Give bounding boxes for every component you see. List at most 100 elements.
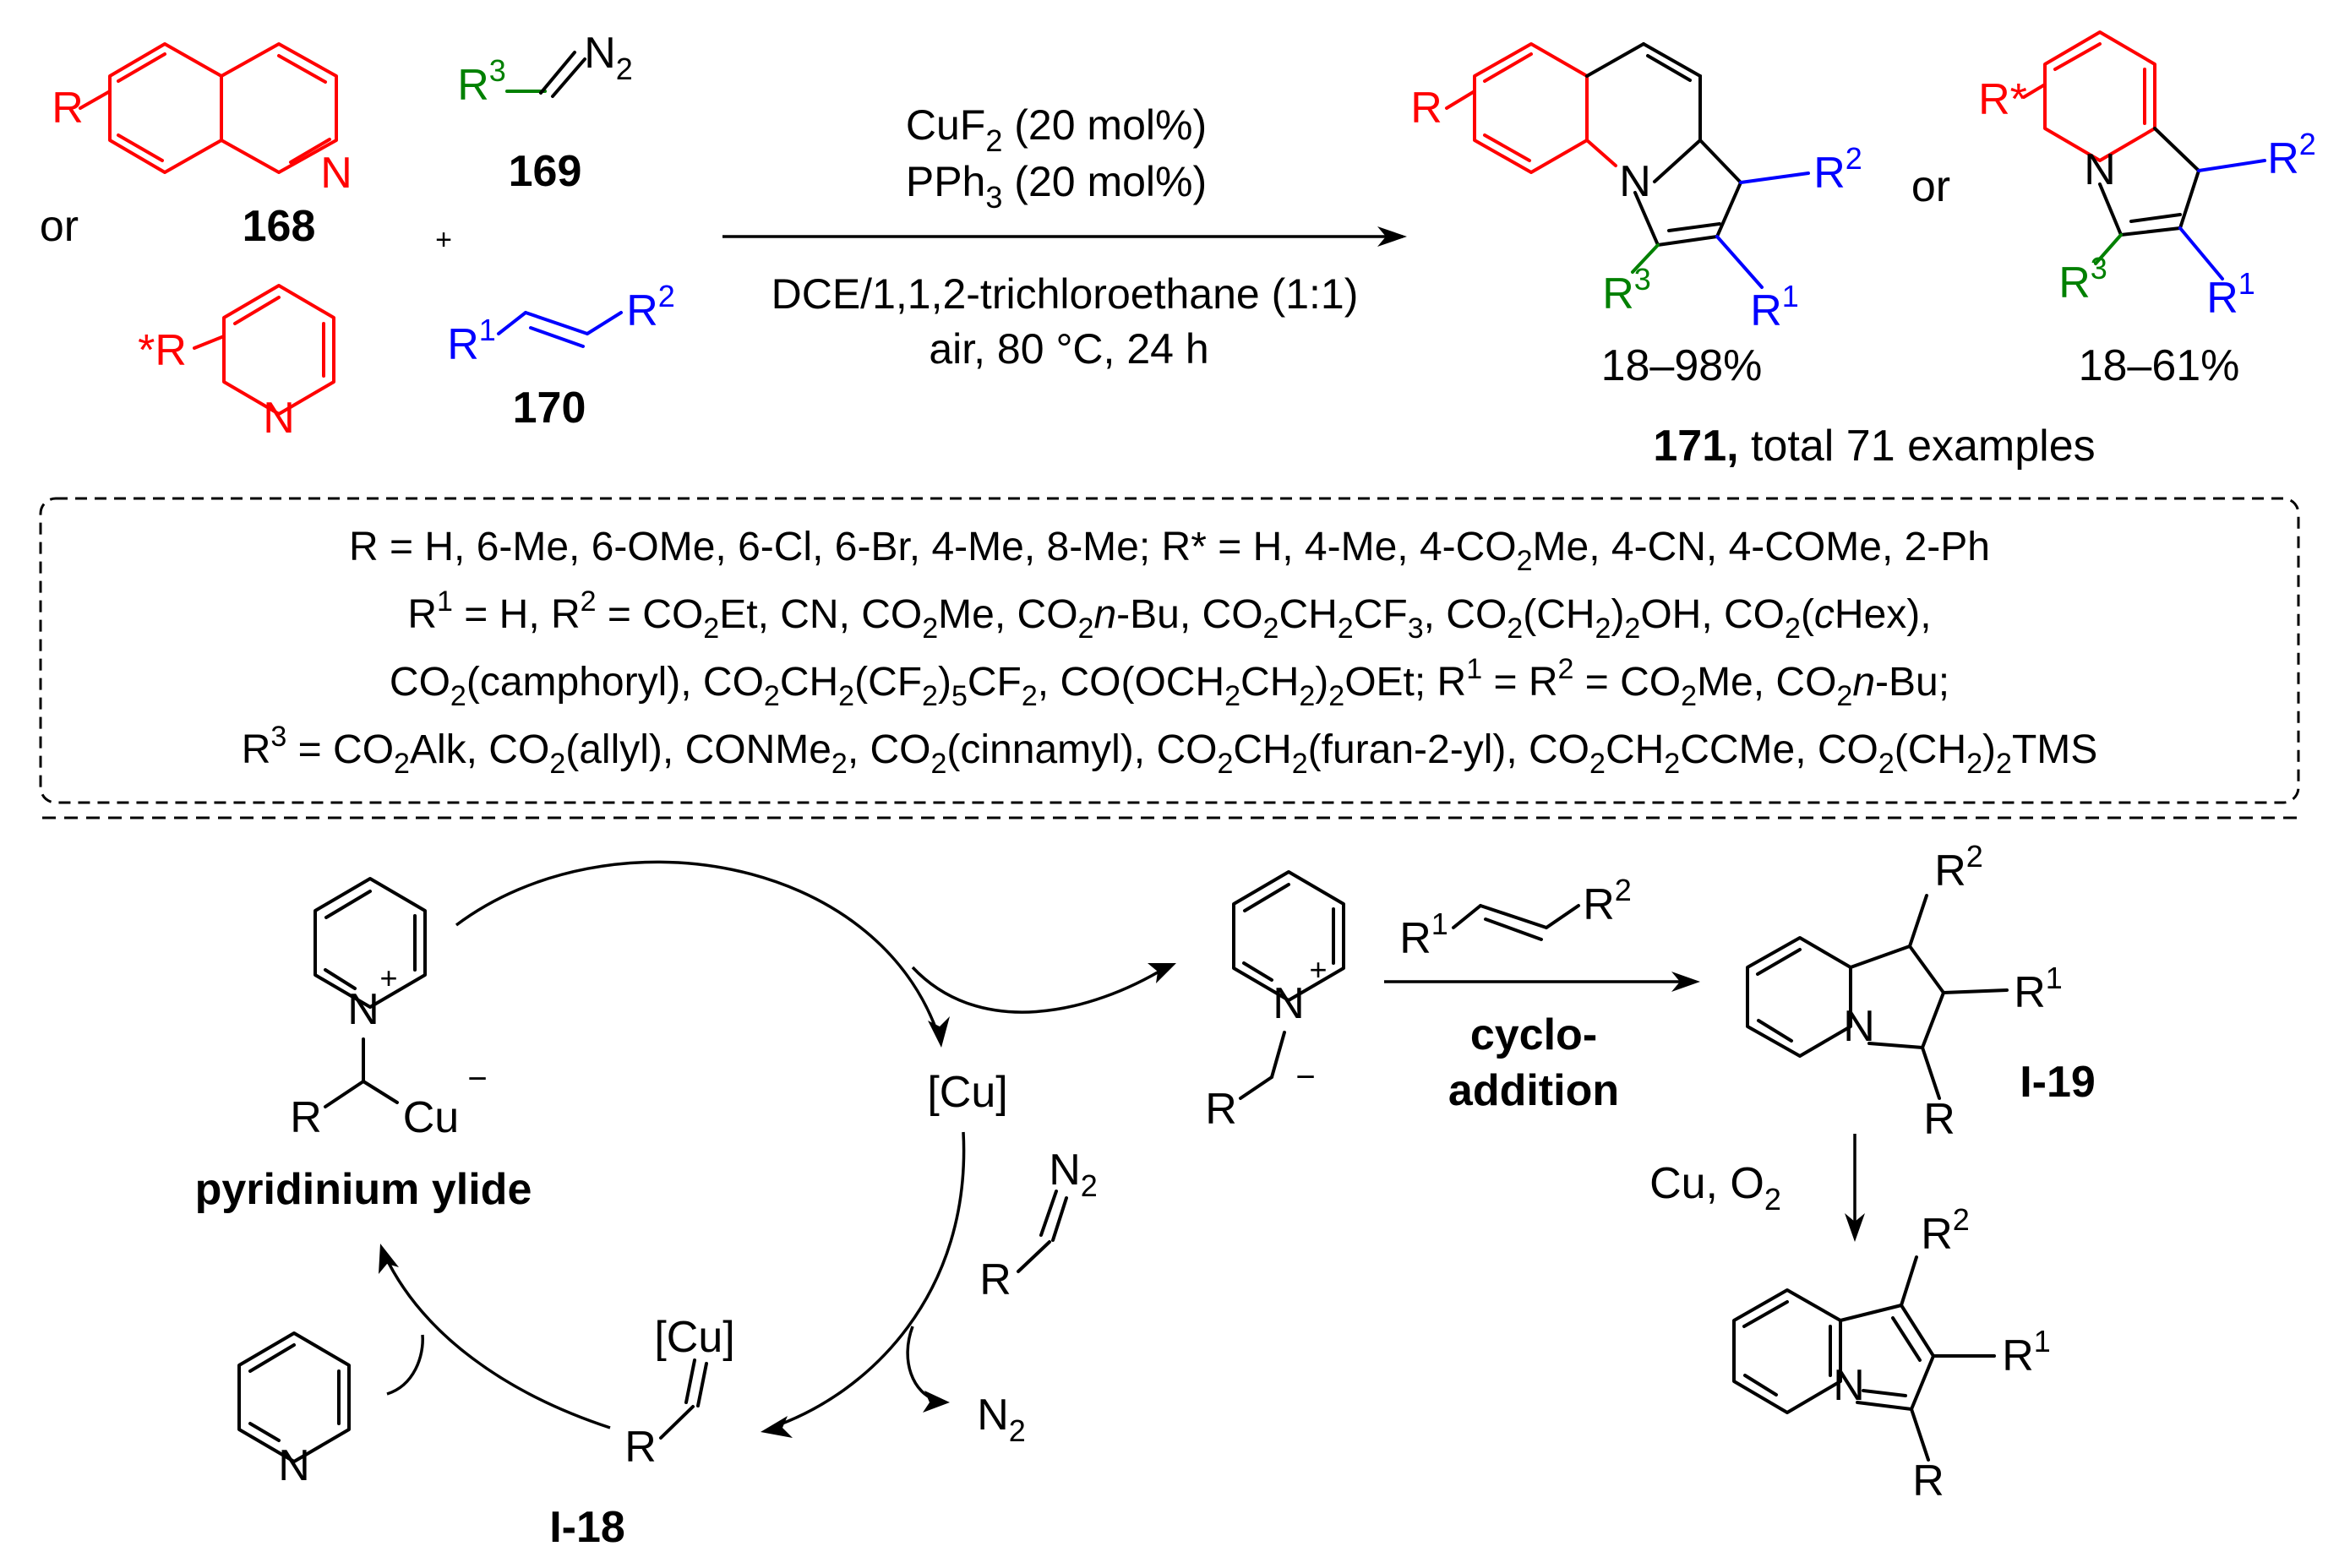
scope-segment: 2 <box>1217 748 1233 780</box>
ylide-cu-label: Cu <box>403 1093 459 1142</box>
scope-segment: 2 <box>1836 680 1852 712</box>
pyridinium-ylide-structure <box>314 877 427 1108</box>
scope-segment: (cinnamyl), CO <box>946 727 1217 772</box>
pyridinium-ylide-label: pyridinium ylide <box>195 1165 532 1214</box>
scope-line-4: R3 = CO2Alk, CO2(allyl), CONMe2, CO2(cin… <box>242 721 2098 780</box>
product-r-star-label: R* <box>1978 75 2027 124</box>
scope-segment: 2 <box>1624 612 1640 645</box>
final-n-atom: N <box>1833 1361 1865 1410</box>
product-r2-label: R2 <box>1813 141 1862 198</box>
final-indolizine-structure <box>1732 1255 1996 1462</box>
scope-segment: = CO <box>286 727 394 772</box>
scope-segment: (furan-2-yl), CO <box>1308 727 1589 772</box>
product-r1-label: R1 <box>1750 279 1799 335</box>
scope-segment: CF <box>1354 592 1408 637</box>
scope-segment: 3 <box>1408 612 1424 645</box>
carbene-r-label: R <box>624 1423 657 1472</box>
scope-segment: 2 <box>1299 680 1315 712</box>
scope-segment: (CF <box>854 660 922 705</box>
cycloaddition-alkene-structure <box>1452 904 1580 941</box>
scope-segment: OH, CO <box>1640 592 1785 637</box>
mech-r2-alkene-label: R2 <box>1583 873 1632 929</box>
free-ylide-minus-charge: − <box>1295 1059 1315 1096</box>
scope-segment: = CO <box>1573 660 1681 705</box>
free-pyridine-n-atom: N <box>278 1441 310 1490</box>
scope-segment: 2 <box>1589 748 1606 780</box>
scope-segment: Me, CO <box>1697 660 1836 705</box>
arc-carbene-arrowhead <box>761 1416 793 1438</box>
final-r2-label: R2 <box>1921 1202 1970 1259</box>
product-r-label: R <box>1410 84 1442 133</box>
scope-segment: n <box>1852 660 1875 705</box>
scope-segment: , CO <box>848 727 931 772</box>
copper-catalyst: [Cu] <box>927 1068 1007 1117</box>
diazo-169-structure <box>505 51 586 98</box>
carbene-cu-label: [Cu] <box>654 1313 734 1362</box>
scope-segment: ) <box>1611 592 1624 637</box>
reaction-arrowhead <box>1377 226 1407 247</box>
product-171-summary: 171, total 71 examples <box>1653 422 2095 471</box>
free-ylide-r-label: R <box>1205 1085 1237 1134</box>
pyridine-substrate-structure <box>193 284 335 416</box>
scope-segment: 2 <box>549 748 565 780</box>
scope-segment: Hex), <box>1835 592 1932 637</box>
scope-segment: TMS <box>2012 727 2097 772</box>
n2-diazo-label: N2 <box>584 29 633 86</box>
compound-169-label: 169 <box>509 147 582 196</box>
scope-line-1: R = H, 6-Me, 6-OMe, 6-Cl, 6-Br, 4-Me, 8-… <box>349 525 1990 577</box>
ylide-r-label: R <box>290 1093 322 1142</box>
scope-segment: CH <box>1279 592 1337 637</box>
scope-line-2: R1 = H, R2 = CO2Et, CN, CO2Me, CO2n-Bu, … <box>407 585 1931 645</box>
r2-alkene-label: R2 <box>626 279 675 335</box>
scope-segment: = H, R <box>453 592 581 637</box>
scope-segment: 2 <box>838 680 854 712</box>
intermediate-i19-label: I-19 <box>2020 1058 2096 1107</box>
scope-segment: 2 <box>922 612 938 645</box>
scope-segment: CH <box>1233 727 1291 772</box>
yield-quinoline-product: 18–98% <box>1601 341 1763 390</box>
product-n-atom: N <box>1619 157 1651 206</box>
plus-sign: + <box>435 224 452 256</box>
quinoline-n-atom: N <box>320 149 352 198</box>
i19-r-label: R <box>1923 1095 1955 1144</box>
arc-n2-arrowhead <box>923 1391 950 1413</box>
i19-r1-label: R1 <box>2014 961 2063 1017</box>
cycloaddition-arrowhead <box>1671 972 1700 992</box>
conditions-temperature: air, 80 °C, 24 h <box>929 325 1208 373</box>
scope-segment: 2 <box>1681 680 1697 712</box>
arc-copper-to-carbene <box>770 1131 966 1429</box>
compound-170-label: 170 <box>513 384 586 433</box>
conditions-solvent: DCE/1,1,2-trichloroethane (1:1) <box>771 270 1359 318</box>
released-n2: N2 <box>977 1391 1026 1448</box>
scope-segment: ) <box>1315 660 1328 705</box>
intermediate-i19-structure <box>1746 894 2009 1100</box>
scope-segment: (CH <box>1895 727 1966 772</box>
scope-segment: = R <box>1482 660 1557 705</box>
alkene-170-structure <box>497 311 623 348</box>
intermediate-i18-label: I-18 <box>549 1503 625 1552</box>
scope-segment: (camphoryl), CO <box>466 660 764 705</box>
scope-segment: Me, 4-CN, 4-COMe, 2-Ph <box>1533 525 1990 569</box>
ylide-plus-charge: + <box>379 961 397 995</box>
scope-segment: (CH <box>1523 592 1595 637</box>
scope-segment: R = H, 6-Me, 6-OMe, 6-Cl, 6-Br, 4-Me, 8-… <box>349 525 1517 569</box>
arc-carbene-to-ylide <box>383 1254 611 1429</box>
scope-segment: 2 <box>1078 612 1094 645</box>
scope-segment: ) <box>938 660 951 705</box>
product-r3-label: R3 <box>1602 262 1651 318</box>
r1-alkene-label: R1 <box>447 313 496 369</box>
scope-segment: 2 <box>1292 748 1308 780</box>
quinoline-168-structure <box>79 42 338 174</box>
arc-release-ylide <box>911 966 1167 1014</box>
final-r-label: R <box>1912 1456 1944 1505</box>
scope-segment: OEt; R <box>1344 660 1466 705</box>
indolizine-n-atom: N <box>2084 145 2116 194</box>
compound-168-label: 168 <box>243 202 316 251</box>
product-indolizine-structure <box>2022 30 2266 280</box>
substrate-scope-box <box>39 497 2300 804</box>
scope-segment: 2 <box>703 612 719 645</box>
scope-line-3: CO2(camphoryl), CO2CH2(CF2)5CF2, CO(OCH2… <box>390 653 1949 712</box>
scope-segment: 2 <box>1022 680 1038 712</box>
scope-segment: 3 <box>270 721 286 753</box>
ylide-minus-charge: − <box>467 1060 487 1097</box>
